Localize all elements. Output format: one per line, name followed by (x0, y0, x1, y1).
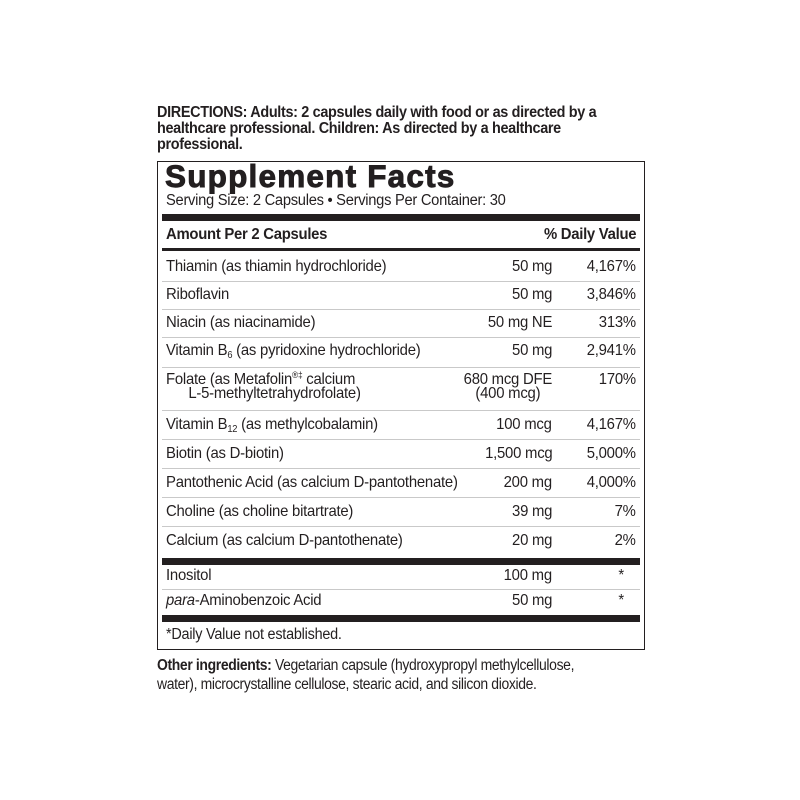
medium-divider (162, 248, 640, 251)
row-divider (162, 367, 640, 368)
name-italic: para (166, 592, 195, 609)
nutrient-amount: 50 mg (511, 592, 552, 609)
nutrient-amount: 200 mg (503, 474, 552, 491)
column-header: Amount Per 2 Capsules % Daily Value (166, 226, 636, 248)
name-suffix: (as pyridoxine hydrochloride) (232, 342, 421, 359)
serving-info: Serving Size: 2 Capsules • Servings Per … (166, 192, 506, 209)
name-superscript: ®‡ (292, 370, 303, 380)
row-divider (162, 281, 640, 282)
nutrient-daily-value: 4,167% (586, 416, 636, 433)
other-ingredients-label: Other ingredients: (157, 657, 272, 674)
nutrient-name: Choline (as choline bitartrate) (166, 503, 354, 520)
nutrient-name: para-Aminobenzoic Acid (166, 592, 322, 610)
row-divider (162, 410, 640, 411)
name-line2: L-5-methyltetrahydrofolate) (188, 385, 361, 402)
row-divider (162, 497, 640, 498)
row-divider (162, 468, 640, 469)
nutrient-name: Riboflavin (166, 286, 230, 303)
thick-divider (162, 615, 640, 622)
name-suffix: (as methylcobalamin) (237, 416, 378, 433)
thick-divider (162, 558, 640, 565)
nutrient-daily-value: 3,846% (586, 286, 636, 303)
nutrient-daily-value: 4,000% (586, 474, 636, 491)
name-prefix: Folate (as Metafolin (166, 371, 293, 388)
nutrient-amount: 680 mcg DFE(400 mcg) (463, 371, 553, 402)
nutrient-name: Vitamin B12 (as methylcobalamin) (166, 416, 378, 435)
nutrient-amount: 50 mg (511, 342, 552, 359)
amount-line2: (400 mcg) (475, 385, 541, 402)
nutrient-name: Pantothenic Acid (as calcium D-pantothen… (166, 474, 458, 491)
row-divider (162, 309, 640, 310)
row-divider (162, 439, 640, 440)
nutrient-name: Biotin (as D-biotin) (166, 445, 284, 462)
nutrient-name: Thiamin (as thiamin hydrochloride) (166, 258, 387, 275)
row-divider (162, 589, 640, 590)
nutrient-amount: 50 mg (511, 258, 552, 275)
thick-divider (162, 214, 640, 221)
nutrient-name: Inositol (166, 567, 212, 584)
nutrient-daily-value: 313% (598, 314, 636, 331)
nutrient-amount: 100 mg (503, 567, 552, 584)
name-subscript: 6 (227, 350, 233, 361)
nutrient-amount: 20 mg (511, 532, 552, 549)
name-prefix: Vitamin B (166, 416, 228, 433)
row-divider (162, 526, 640, 527)
header-amount: Amount Per 2 Capsules (166, 226, 328, 243)
directions-text: DIRECTIONS: Adults: 2 capsules daily wit… (157, 104, 597, 153)
nutrient-daily-value: * (618, 592, 624, 609)
nutrient-amount: 50 mg (511, 286, 552, 303)
other-ingredients-text: Vegetarian capsule (hydroxypropyl methyl… (157, 657, 575, 693)
name-subscript: 12 (227, 424, 238, 435)
header-daily-value: % Daily Value (543, 226, 637, 243)
nutrient-name: Calcium (as calcium D-pantothenate) (166, 532, 403, 549)
row-divider (162, 337, 640, 338)
name-suffix: calcium (302, 371, 356, 388)
other-ingredients: Other ingredients: Vegetarian capsule (h… (157, 656, 607, 694)
nutrient-daily-value: 170% (598, 371, 636, 388)
nutrient-amount: 39 mg (511, 503, 552, 520)
name-suffix: -Aminobenzoic Acid (194, 592, 322, 609)
nutrient-daily-value: 7% (614, 503, 636, 520)
supplement-facts-panel: Supplement Facts Serving Size: 2 Capsule… (157, 158, 645, 650)
nutrient-daily-value: * (618, 567, 624, 584)
amount-line1: 680 mcg DFE (463, 371, 553, 388)
nutrient-amount: 50 mg NE (487, 314, 553, 331)
nutrient-amount: 100 mcg (496, 416, 553, 433)
panel-title: Supplement Facts (165, 158, 456, 195)
name-prefix: Vitamin B (166, 342, 228, 359)
nutrient-amount: 1,500 mcg (484, 445, 553, 462)
nutrient-name: Vitamin B6 (as pyridoxine hydrochloride) (166, 342, 421, 361)
nutrient-daily-value: 4,167% (586, 258, 636, 275)
nutrient-daily-value: 2,941% (586, 342, 636, 359)
nutrient-daily-value: 5,000% (586, 445, 636, 462)
nutrient-name: Niacin (as niacinamide) (166, 314, 316, 331)
footnote: *Daily Value not established. (166, 626, 342, 643)
nutrient-daily-value: 2% (614, 532, 636, 549)
